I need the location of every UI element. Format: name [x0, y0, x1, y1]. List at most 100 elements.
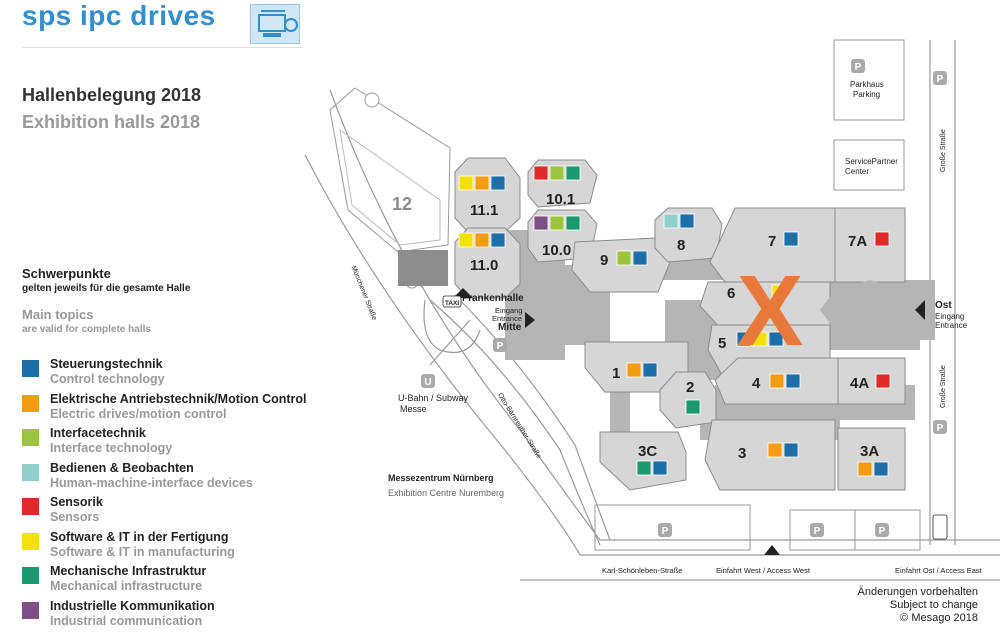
hall-11-1[interactable]: 11.1: [454, 157, 521, 233]
service-partner-box: [833, 139, 905, 191]
hall-label: 5: [718, 335, 726, 352]
parking-icon: P: [875, 523, 889, 537]
hall-label: 3A: [860, 443, 879, 460]
hall-topic-swatch-steuerung: [679, 213, 695, 229]
hall-3A[interactable]: 3A: [837, 427, 906, 491]
hall-10-1[interactable]: 10.1: [527, 159, 598, 208]
logo-wordmark: sps ipc drives: [22, 0, 216, 31]
focus-subtitle-de: gelten jeweils für die gesamte Halle: [22, 283, 191, 294]
hall-topic-swatch-hmi: [663, 213, 679, 229]
hall-3C[interactable]: 3C: [599, 431, 687, 491]
hall-7A[interactable]: 7A: [834, 207, 906, 283]
hall-3[interactable]: 3: [704, 419, 836, 491]
hall-label: 12: [392, 194, 412, 214]
hall-topic-swatch-steuerung: [490, 232, 506, 248]
legend-label-de: Interfacetechnik: [50, 426, 146, 440]
location-marker-x: X: [737, 255, 804, 367]
parking-icon-label: P: [855, 62, 862, 73]
hall-label: 3: [738, 445, 746, 462]
legend-item-antrieb: Elektrische Antriebstechnik/Motion Contr…: [22, 392, 352, 426]
hall-4A[interactable]: 4A: [837, 357, 906, 405]
legend-label-de: Sensorik: [50, 495, 103, 509]
hall-topic-swatch-mechanik: [565, 165, 581, 181]
page-title-de: Hallenbelegung 2018: [22, 85, 202, 105]
mitte-arrow-icon: [525, 312, 535, 328]
legend-swatch-hmi: [22, 463, 39, 481]
hall-topic-swatch-steuerung: [783, 442, 799, 458]
hall-topic-swatch-mechanik: [565, 215, 581, 231]
parking-icon-label: P: [662, 526, 669, 537]
hall-4[interactable]: 4: [714, 357, 839, 405]
machine-logo-icon: [250, 4, 300, 44]
parking-icon: P: [810, 523, 824, 537]
hall-topic-swatch-sensorik: [533, 165, 549, 181]
hall-topic-swatch-antrieb: [474, 175, 490, 191]
legend-label-de: Elektrische Antriebstechnik/Motion Contr…: [50, 391, 307, 406]
legend-label-de: Bedienen & Beobachten: [50, 460, 194, 475]
hall-label: 1: [612, 365, 620, 382]
legend-swatch-software: [22, 532, 39, 550]
roads: [304, 40, 1000, 581]
hall-shape: [834, 207, 906, 283]
hall-topic-swatch-steuerung: [873, 461, 889, 477]
hall-label: 8: [677, 237, 685, 254]
footnote-line-1: Änderungen vorbehalten: [857, 586, 978, 598]
hall-topic-swatch-antrieb: [769, 373, 785, 389]
legend-label-en: Electric drives/motion control: [50, 406, 227, 421]
hall-label: 10.0: [542, 242, 571, 259]
hall-1[interactable]: 1: [584, 341, 689, 393]
subway-icon-label: U: [424, 377, 431, 388]
parking-icon-label: P: [937, 423, 944, 434]
parking-icon-label: P: [937, 74, 944, 85]
hall-8[interactable]: 8: [654, 207, 723, 263]
hall-topic-swatch-software: [771, 284, 787, 300]
hall-topic-swatch-interface: [549, 215, 565, 231]
hall-topic-swatch-steuerung: [783, 231, 799, 247]
focus-subtitle-en: are valid for complete halls: [22, 324, 151, 335]
page-title-en: Exhibition halls 2018: [22, 112, 201, 132]
footnote-line-2: Subject to change: [889, 599, 978, 611]
legend-label-en: Control technology: [50, 372, 165, 386]
hall-label: 7: [768, 233, 776, 250]
hall-12[interactable]: 12: [392, 194, 412, 214]
hall-topic-swatch-interface: [616, 250, 632, 266]
legend-label-en: Industrial communication: [50, 613, 203, 628]
hall-topic-swatch-steuerung: [632, 250, 648, 266]
hall-topic-swatch-antrieb: [474, 232, 490, 248]
legend-swatch-antrieb: [22, 394, 39, 412]
hall-2[interactable]: 2: [659, 371, 717, 429]
legend-swatch-interface: [22, 429, 39, 446]
hall-topic-swatch-kommunikation: [533, 215, 549, 231]
road-muenchener-inner: [329, 89, 1000, 541]
hall-topic-swatch-steuerung: [652, 460, 668, 476]
hall-topic-swatch-antrieb: [626, 362, 642, 378]
legend-swatch-mechanik: [22, 567, 39, 584]
focus-title-en: Main topics: [22, 307, 94, 322]
parking-icon: P: [493, 338, 507, 352]
hall-label: 3C: [638, 443, 657, 460]
hall-label: 11.0: [470, 257, 498, 274]
frankenhalle-arrow-icon: [453, 288, 473, 298]
road-u-bahn: [429, 319, 471, 366]
taxi-icon: TAXI: [442, 295, 462, 308]
logo-divider: [22, 47, 302, 48]
road-otto-inner: [454, 294, 611, 541]
legend-label-en: Sensors: [50, 510, 100, 524]
parking-icon-label: P: [497, 341, 504, 352]
east-entrance-area: [820, 280, 915, 340]
hall-topic-swatch-software: [458, 232, 474, 248]
legend-label-en: Human-machine-interface devices: [50, 475, 253, 490]
road-left-loop: [423, 299, 481, 354]
taxi-icon-label: TAXI: [445, 300, 460, 307]
hall-topic-swatch-interface: [549, 165, 565, 181]
hall-11-0[interactable]: 11.0: [454, 227, 521, 299]
hall-label: 11.1: [470, 202, 498, 219]
hall-9[interactable]: 9: [571, 237, 671, 293]
